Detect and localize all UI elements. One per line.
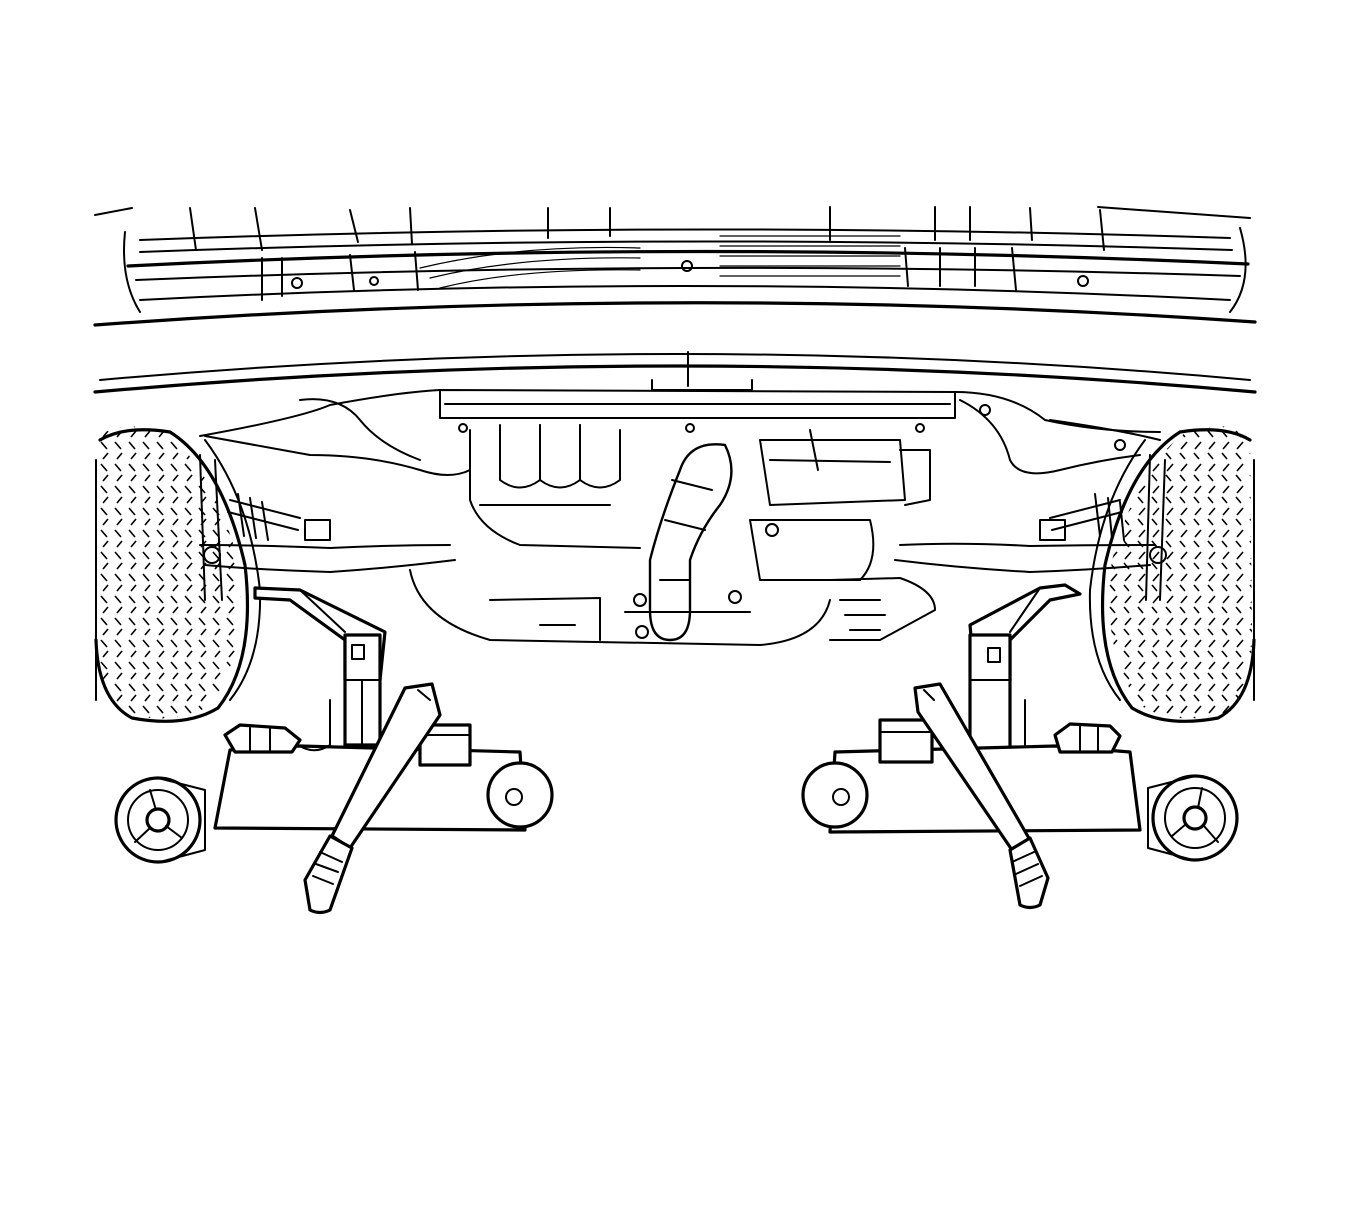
right-suspension	[894, 454, 1167, 601]
engine-underbody	[199, 389, 1161, 646]
left-front-wheel	[94, 426, 262, 723]
left-suspension	[199, 454, 456, 601]
lower-body-sill	[93, 351, 1257, 394]
left-floor-jack	[114, 586, 554, 915]
right-floor-jack	[801, 583, 1239, 910]
front-bumper-fascia	[93, 206, 1257, 327]
right-front-wheel	[1088, 426, 1256, 723]
